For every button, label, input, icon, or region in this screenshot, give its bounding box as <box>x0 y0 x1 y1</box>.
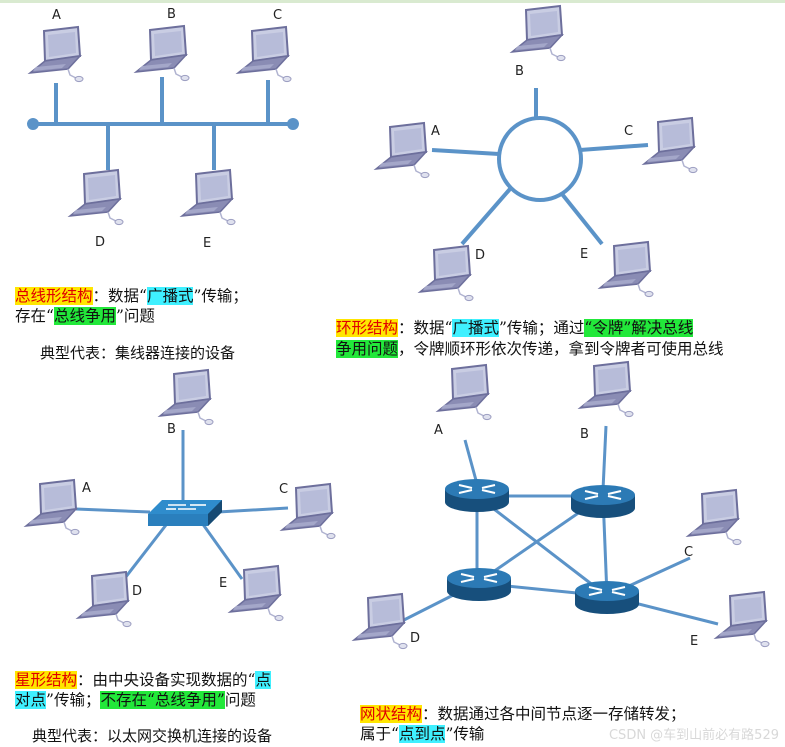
ring-laptop-a <box>375 122 430 179</box>
ring-caption-line1: 环形结构：数据“广播式”传输；通过“令牌”解决总线 <box>336 319 694 337</box>
star-label-e: E <box>219 576 227 591</box>
ring-laptop-c <box>643 117 698 174</box>
mesh-links <box>397 425 719 626</box>
ring-label-e: E <box>580 247 588 262</box>
switch-device <box>148 500 222 526</box>
bus-label-c: C <box>273 8 282 23</box>
bus-laptop-a <box>29 26 84 83</box>
star-laptop-a <box>25 479 80 536</box>
ring-label-c: C <box>624 124 633 139</box>
bus-laptop-c <box>237 26 292 83</box>
ring-label-a: A <box>431 124 440 139</box>
bus-laptop-d <box>69 169 124 226</box>
mesh-router-4 <box>574 580 640 615</box>
mesh-label-a: A <box>434 423 443 438</box>
bus-laptop-e <box>181 169 236 226</box>
star-label-a: A <box>82 481 91 496</box>
bus-label-a: A <box>52 8 61 23</box>
mesh-caption-line1: 网状结构：数据通过各中间节点逐一存储转发； <box>360 705 686 723</box>
mesh-laptop-b <box>579 361 634 418</box>
mesh-label-d: D <box>410 631 420 646</box>
ring-laptop-d <box>419 245 474 302</box>
mesh-caption-line2: 属于“点到点”传输 <box>360 725 485 743</box>
bus-topology: A B C D E <box>27 7 299 251</box>
mesh-caption-title: 网状结构 <box>360 705 423 723</box>
mesh-laptop-d <box>353 593 408 650</box>
mesh-laptop-e <box>715 591 770 648</box>
bus-label-d: D <box>95 235 105 250</box>
bus-terminator-right <box>287 118 299 130</box>
mesh-label-b: B <box>580 427 589 442</box>
bus-caption-line1: 总线形结构：数据“广播式”传输； <box>15 287 248 305</box>
bus-terminator-left <box>27 118 39 130</box>
bus-caption-line2: 存在“总线争用”问题 <box>15 307 155 325</box>
ring-caption-line2: 争用问题，令牌顺环形依次传递，拿到令牌者可使用总线 <box>336 340 724 358</box>
mesh-router-2 <box>570 484 636 519</box>
star-representative: 典型代表：以太网交换机连接的设备 <box>32 727 273 745</box>
top-border <box>0 0 785 3</box>
bus-representative: 典型代表：集线器连接的设备 <box>40 344 236 362</box>
mesh-topology: A B C D E <box>353 361 770 650</box>
star-laptop-d <box>77 571 132 628</box>
star-laptop-c <box>281 483 336 540</box>
bus-label-b: B <box>167 7 176 22</box>
star-caption-title: 星形结构 <box>15 671 78 689</box>
ring-laptop-b <box>511 5 566 62</box>
mesh-label-c: C <box>684 545 693 560</box>
mesh-label-e: E <box>690 634 698 649</box>
star-caption-line1: 星形结构：由中央设备实现数据的“点 <box>15 671 271 689</box>
bus-laptop-b <box>135 25 190 82</box>
ring-laptop-e <box>599 241 654 298</box>
ring-label-d: D <box>475 248 485 263</box>
ring-links <box>431 88 649 246</box>
star-label-d: D <box>132 584 142 599</box>
watermark: CSDN @车到山前必有路529 <box>608 728 779 743</box>
bus-label-e: E <box>203 236 211 251</box>
star-label-b: B <box>167 422 176 437</box>
star-laptop-b <box>159 369 214 426</box>
ring-label-b: B <box>515 64 524 79</box>
mesh-router-1 <box>444 478 510 513</box>
star-label-c: C <box>279 482 288 497</box>
star-caption-line2: 对点”传输；不存在“总线争用”问题 <box>15 691 256 709</box>
mesh-laptop-a <box>437 364 492 421</box>
bus-caption-title: 总线形结构 <box>15 287 93 305</box>
mesh-router-3 <box>446 567 512 602</box>
ring-caption-title: 环形结构 <box>336 319 399 337</box>
ring-topology: B A C D E <box>375 5 698 302</box>
mesh-laptop-c <box>687 489 742 546</box>
star-topology: B A C D E <box>25 369 336 628</box>
bus-links <box>33 77 293 170</box>
